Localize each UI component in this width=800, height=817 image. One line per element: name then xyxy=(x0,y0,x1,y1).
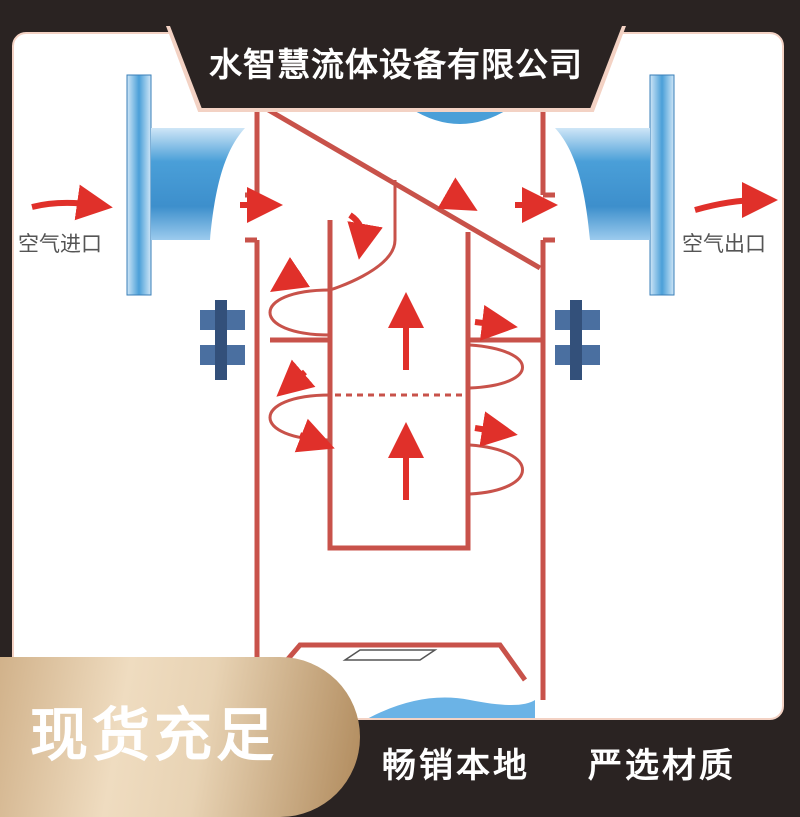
left-bolt-clamp xyxy=(200,300,245,380)
outlet-pipe xyxy=(555,128,650,240)
inlet-pipe xyxy=(151,128,245,240)
company-name: 水智慧流体设备有限公司 xyxy=(209,45,583,84)
header-tab xyxy=(170,26,622,108)
tagline-1: 畅销本地 xyxy=(382,746,530,786)
tagline-2: 严选材质 xyxy=(588,746,736,786)
inlet-flange xyxy=(126,74,152,296)
separator-diagram xyxy=(31,74,778,718)
right-bolt-clamp xyxy=(555,300,600,380)
inlet-label: 空气进口 xyxy=(18,232,102,256)
top-dome xyxy=(410,108,510,124)
outlet-flange xyxy=(649,74,675,296)
bottom-water xyxy=(368,697,535,718)
diagram-card xyxy=(12,32,784,720)
flow-arrows xyxy=(31,177,778,500)
stock-badge-text: 现货充足 xyxy=(30,701,279,769)
stock-badge xyxy=(0,657,360,817)
outlet-label: 空气出口 xyxy=(682,232,766,256)
